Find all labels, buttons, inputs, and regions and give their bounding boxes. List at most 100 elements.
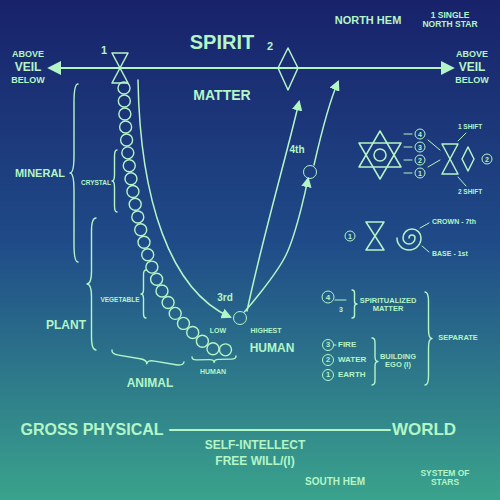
chain-circle xyxy=(156,285,168,297)
brace xyxy=(425,292,432,385)
leader-lines xyxy=(334,300,346,345)
chain-circle xyxy=(219,344,231,356)
stage-circle: 4th xyxy=(303,165,317,179)
chain-circle xyxy=(122,147,134,159)
text-label: VEIL xyxy=(459,61,486,74)
text-label: SOUTH HEM xyxy=(305,476,365,487)
brace xyxy=(192,356,236,363)
text-label: 1 SHIFT xyxy=(458,123,482,130)
diamond-symbol xyxy=(278,48,298,90)
text-label: VEIL xyxy=(15,61,42,74)
chain-circle xyxy=(129,198,141,210)
chain-circle xyxy=(135,224,147,236)
stage-connector xyxy=(244,179,308,313)
leader-lines xyxy=(458,133,466,186)
text-label: PLANT xyxy=(46,319,86,332)
hourglass-symbol xyxy=(442,144,458,174)
text-label: SYSTEM OF STARS xyxy=(413,469,477,488)
text-label: 1 xyxy=(101,44,107,56)
descent-arrow xyxy=(138,80,230,317)
text-label: HUMAN xyxy=(200,368,226,376)
text-label: ABOVE xyxy=(456,50,488,60)
text-label: MINERAL xyxy=(15,167,65,179)
text-label: SEPARATE xyxy=(438,334,478,342)
callout-number: 2 xyxy=(322,354,334,366)
text-label: FREE WILL/(I) xyxy=(215,455,294,468)
text-label: 1 SINGLE NORTH STAR xyxy=(419,11,481,30)
chain-circle xyxy=(118,82,130,94)
text-label: GROSS PHYSICAL xyxy=(20,421,163,439)
chain-circle xyxy=(142,249,154,261)
text-label: BELOW xyxy=(11,76,45,86)
chain-circle xyxy=(120,121,132,133)
leader-lines xyxy=(428,140,440,167)
star-center xyxy=(374,149,386,161)
chain-circle xyxy=(162,296,174,308)
braces xyxy=(70,84,432,385)
text-label: BUILDING EGO (I) xyxy=(378,353,418,370)
text-label: 2 SHIFT xyxy=(458,188,482,195)
text-label: WORLD xyxy=(392,421,456,440)
brace xyxy=(112,150,117,212)
spiral-symbol xyxy=(397,229,421,250)
chain-circle xyxy=(132,211,144,223)
chain-circle xyxy=(177,317,189,329)
chain-circle xyxy=(118,95,130,107)
star-triangle xyxy=(359,131,401,167)
callout-number: 1 xyxy=(345,231,356,242)
text-label: HUMAN xyxy=(250,342,295,355)
text-label: SPIRITUALIZED MATTER xyxy=(357,297,419,314)
text-label: LOW xyxy=(210,327,226,335)
text-label: 2 xyxy=(267,40,273,52)
text-label: BELOW xyxy=(455,76,489,86)
text-label: CROWN - 7th xyxy=(432,218,476,226)
chain-circle xyxy=(187,327,199,339)
brace xyxy=(352,290,357,318)
chain-circle xyxy=(127,186,139,198)
callout-number: 3 xyxy=(415,142,426,153)
brace xyxy=(112,350,184,365)
brace xyxy=(372,338,378,385)
leader-lines xyxy=(420,223,429,252)
text-label: BASE - 1st xyxy=(432,250,468,258)
text-label: ANIMAL xyxy=(127,377,174,390)
text-label: WATER xyxy=(338,356,366,365)
ascent-arrow xyxy=(247,102,299,311)
text-label: VEGETABLE xyxy=(100,296,139,303)
world-line xyxy=(170,429,390,431)
text-label: 3 xyxy=(339,306,343,314)
callout-number: 1 xyxy=(322,369,334,381)
brace xyxy=(87,218,96,350)
chain-circle xyxy=(119,108,131,120)
hourglass-symbol xyxy=(112,53,128,83)
text-label: FIRE xyxy=(338,341,356,350)
chain-circle xyxy=(138,236,150,248)
stage-label: 4th xyxy=(290,144,305,155)
callout-number: 2 xyxy=(482,154,493,165)
text-label: ABOVE xyxy=(12,50,44,60)
chain-circle xyxy=(196,335,208,347)
text-label: HIGHEST xyxy=(250,327,281,335)
chain-circle xyxy=(125,173,137,185)
callout-number: 2 xyxy=(415,155,426,166)
chain-circle xyxy=(123,160,135,172)
chain-circle xyxy=(207,343,219,355)
star-triangle xyxy=(359,143,401,179)
chain-circle xyxy=(146,261,158,273)
callout-number: 1 xyxy=(415,168,426,179)
callout-number: 3 xyxy=(322,339,334,351)
callout-number: 4 xyxy=(322,291,335,304)
callout-number: 4 xyxy=(415,129,426,140)
text-label: EARTH xyxy=(338,371,366,380)
text-label: SELF-INTELLECT xyxy=(205,439,306,452)
stage-label: 3rd xyxy=(217,292,233,303)
text-label: MATTER xyxy=(193,88,250,103)
text-label: SPIRIT xyxy=(190,31,254,53)
brace xyxy=(70,84,78,262)
stage-circle: 3rd xyxy=(233,311,247,325)
ascent-arrow xyxy=(314,82,338,165)
illustration-part xyxy=(50,48,474,430)
text-label: CRYSTAL xyxy=(81,179,111,186)
tick-lines xyxy=(404,134,412,173)
